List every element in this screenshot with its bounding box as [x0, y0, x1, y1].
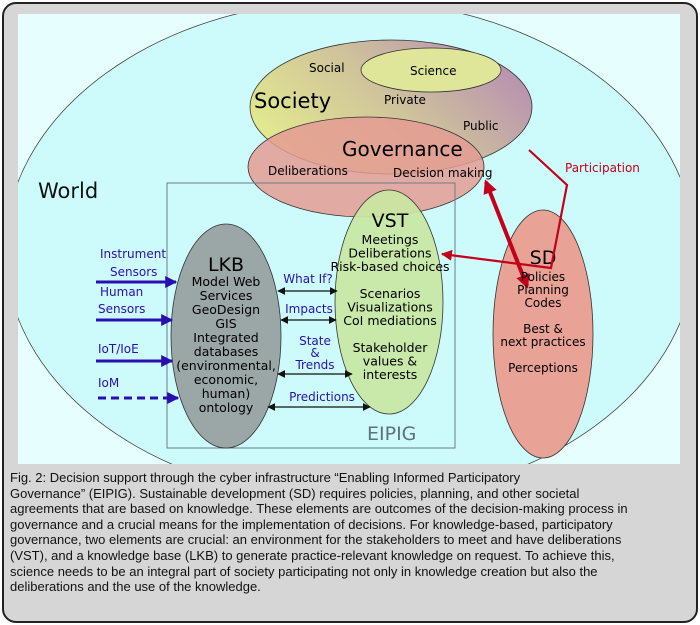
- deliberations-label: Deliberations: [268, 164, 348, 178]
- sd-line: Policies: [521, 270, 565, 284]
- sd-governance-arrow: [483, 179, 530, 289]
- lkb-line: databases: [194, 344, 258, 359]
- eipig-label: EIPIG: [367, 423, 416, 445]
- caption-line: governance and a crucial means for the i…: [10, 516, 613, 532]
- input-instrument-label: Instrument: [100, 247, 166, 261]
- vst-line: Deliberations: [348, 246, 431, 261]
- state-amp-label: &: [310, 346, 319, 360]
- sd-title: SD: [530, 247, 557, 269]
- vst-line: Stakeholder: [353, 340, 429, 355]
- caption-line: science needs to be an integral part of …: [10, 563, 598, 579]
- caption-line: governance, two elements are crucial: an…: [10, 532, 622, 548]
- lkb-line: human): [202, 386, 250, 401]
- lkb-line: Model Web: [192, 274, 261, 289]
- sd-line: Planning: [517, 283, 569, 297]
- world-label: World: [38, 179, 98, 203]
- vst-line: Visualizations: [347, 300, 432, 315]
- lkb-title: LKB: [208, 254, 244, 276]
- sd-line: Codes: [525, 296, 562, 310]
- decision-making-label: Decision making: [393, 166, 492, 180]
- science-ellipse: [360, 47, 502, 93]
- sd-line: Best &: [523, 322, 563, 336]
- input-iot-label: IoT/IoE: [98, 342, 139, 356]
- eipig-diagram: World Social Science Society Private Pub…: [18, 14, 680, 464]
- vst-line: Meetings: [362, 232, 419, 247]
- sd-line: next practices: [500, 335, 585, 349]
- state-label: State: [299, 334, 331, 348]
- society-label: Society: [254, 89, 331, 113]
- caption-line: agreements that are based on knowledge. …: [10, 501, 628, 517]
- vst-line: CoI mediations: [343, 313, 436, 328]
- participation-label: Participation: [565, 161, 640, 175]
- public-label: Public: [463, 119, 499, 133]
- lkb-line: Services: [200, 288, 253, 303]
- lkb-line: GeoDesign: [192, 302, 260, 317]
- caption-line: Governance” (EIPIG). Sustainable develop…: [10, 485, 580, 501]
- predictions-label: Predictions: [289, 390, 355, 404]
- private-label: Private: [384, 93, 426, 107]
- governance-label: Governance: [342, 137, 463, 161]
- trends-label: Trends: [294, 358, 334, 372]
- vst-ellipse: [334, 189, 444, 415]
- lkb-line: economic,: [194, 372, 258, 387]
- what-if-label: What If?: [283, 272, 332, 286]
- lkb-line: GIS: [215, 316, 236, 331]
- vst-title: VST: [372, 210, 409, 232]
- input-human-label: Human: [100, 285, 143, 299]
- vst-line: interests: [363, 367, 417, 382]
- input-sensors-label: Sensors: [110, 265, 157, 279]
- lkb-line: Integrated: [193, 330, 258, 345]
- vst-line: values &: [363, 354, 418, 369]
- caption-line: (VST), and a knowledge base (LKB) to gen…: [10, 547, 615, 563]
- input-human-sensors-label: Sensors: [98, 302, 145, 316]
- science-label: Science: [410, 64, 457, 78]
- input-iom-label: IoM: [98, 376, 119, 390]
- social-label: Social: [309, 61, 345, 75]
- sd-line: Perceptions: [508, 361, 578, 375]
- vst-line: Risk-based choices: [330, 259, 449, 274]
- caption-line: Fig. 2: Decision support through the cyb…: [10, 470, 521, 485]
- impacts-label: Impacts: [285, 302, 333, 316]
- caption-line: deliberations and the use of the knowled…: [10, 579, 261, 595]
- lkb-line: (environmental,: [176, 358, 276, 373]
- lkb-line: ontology: [199, 400, 254, 415]
- lkb-ellipse: [170, 223, 282, 449]
- vst-line: Scenarios: [360, 286, 421, 301]
- figure-caption: Fig. 2: Decision support through the cyb…: [10, 470, 690, 595]
